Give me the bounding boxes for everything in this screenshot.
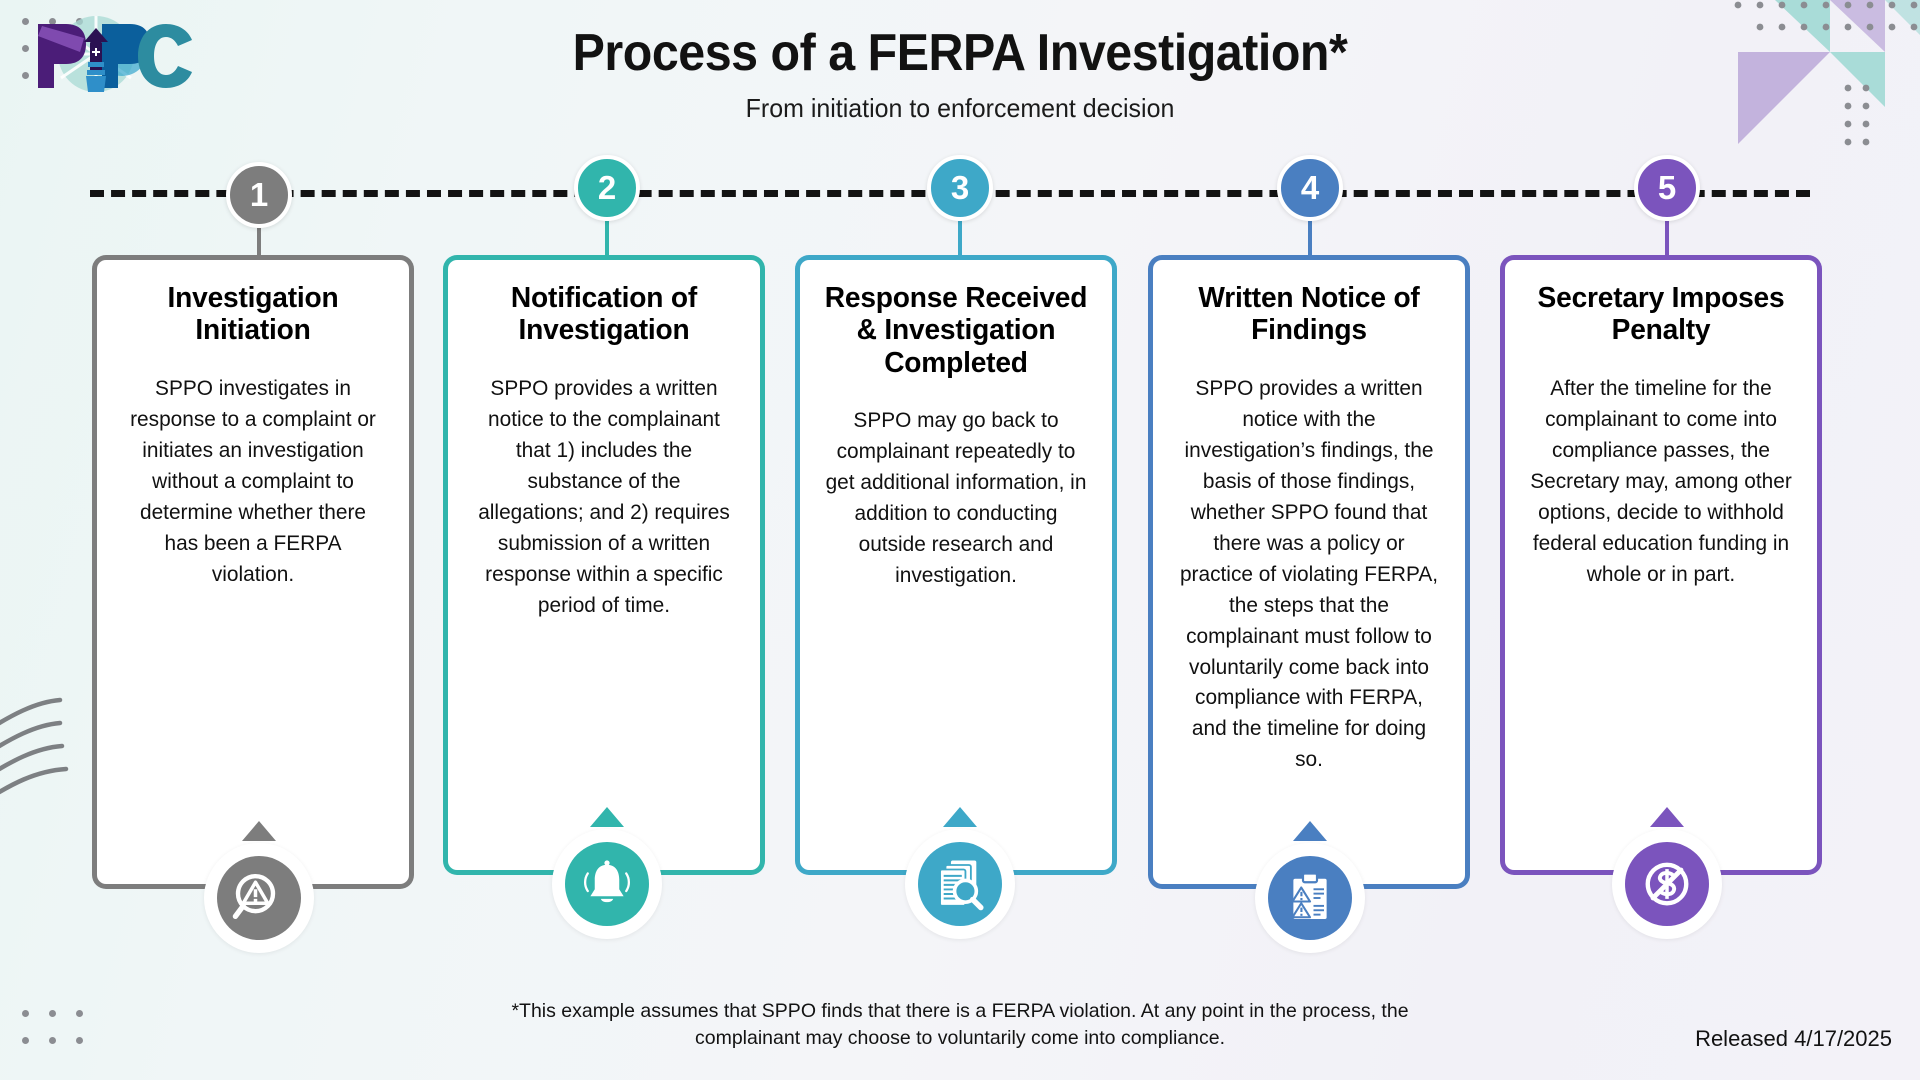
step-connector-2 [605, 221, 609, 255]
step-icon-badge-3 [905, 807, 1015, 939]
step-number-4[interactable]: 4 [1277, 155, 1343, 221]
step-title: Notification of Investigation [510, 282, 698, 347]
page-title: Process of a FERPA Investigation* [572, 24, 1348, 82]
badge-pointer [590, 807, 624, 827]
step-title: Response Received & Investigation Comple… [824, 282, 1088, 379]
step-connector-5 [1665, 221, 1669, 255]
step-icon-badge-2 [552, 807, 662, 939]
badge-pointer [1650, 807, 1684, 827]
magnifier-warning-icon [217, 856, 301, 940]
decorative-dot [49, 1010, 56, 1017]
step-title: Secretary Imposes Penalty [1537, 282, 1785, 347]
clipboard-warning-icon [1268, 856, 1352, 940]
decorative-dot [76, 1010, 83, 1017]
step-connector-3 [958, 221, 962, 255]
badge-ring [204, 843, 314, 953]
step-body: After the timeline for the complainant t… [1530, 375, 1792, 586]
decorative-dots-bottom-left [22, 1010, 112, 1060]
step-body: SPPO provides a written notice to the co… [478, 375, 730, 617]
step-title: Investigation Initiation [167, 282, 339, 347]
step-card-inner: Response Received & Investigation Comple… [800, 260, 1112, 870]
decorative-dot [76, 1037, 83, 1044]
badge-ring [552, 829, 662, 939]
no-money-icon [1625, 842, 1709, 926]
step-title: Written Notice of Findings [1198, 282, 1420, 347]
step-connector-1 [257, 228, 261, 255]
step-card-3[interactable]: Response Received & Investigation Comple… [795, 255, 1117, 875]
step-number-2[interactable]: 2 [574, 155, 640, 221]
step-number-5[interactable]: 5 [1634, 155, 1700, 221]
documents-magnifier-icon [918, 842, 1002, 926]
release-date: Released 4/17/2025 [1695, 1026, 1892, 1051]
header: Process of a FERPA Investigation* From i… [0, 24, 1920, 124]
badge-ring [1612, 829, 1722, 939]
decorative-dot [49, 1037, 56, 1044]
badge-pointer [1293, 821, 1327, 841]
pipc-logo [18, 12, 208, 98]
step-body: SPPO may go back to complainant repeated… [825, 408, 1087, 588]
badge-ring [905, 829, 1015, 939]
step-icon-badge-5 [1612, 807, 1722, 939]
step-body: SPPO investigates in response to a compl… [130, 375, 376, 586]
badge-ring [1255, 843, 1365, 953]
step-number-1[interactable]: 1 [226, 162, 292, 228]
decorative-dot [22, 1010, 29, 1017]
badge-pointer [943, 807, 977, 827]
bell-icon [565, 842, 649, 926]
page-subtitle: From initiation to enforcement decision [745, 93, 1175, 124]
step-icon-badge-1 [204, 821, 314, 953]
footnote: *This example assumes that SPPO finds th… [511, 1000, 1409, 1049]
decorative-dot [22, 1037, 29, 1044]
step-body: SPPO provides a written notice with the … [1179, 375, 1439, 772]
step-connector-4 [1308, 221, 1312, 255]
step-number-3[interactable]: 3 [927, 155, 993, 221]
decorative-lines-left [0, 680, 80, 800]
badge-pointer [242, 821, 276, 841]
step-icon-badge-4 [1255, 821, 1365, 953]
